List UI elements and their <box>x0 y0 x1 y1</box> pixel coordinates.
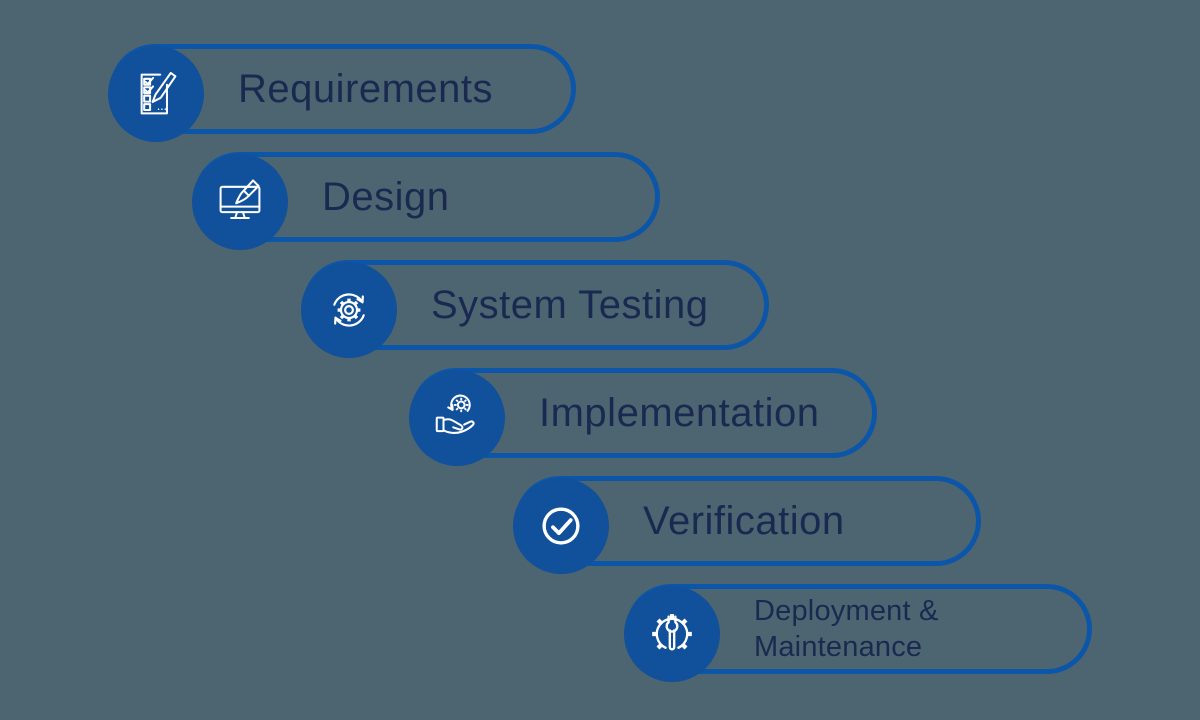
stage-design: Design <box>192 152 660 250</box>
stage-badge <box>192 154 288 250</box>
checklist-pencil-icon <box>140 71 177 115</box>
stage-badge <box>108 46 204 142</box>
stage-label: Verification <box>643 498 845 543</box>
stage-label: Requirements <box>238 66 494 111</box>
stage-requirements: Requirements <box>108 44 576 142</box>
gear-wrench-icon <box>652 614 692 651</box>
stage-verification: Verification <box>513 476 981 574</box>
stage-implementation: Implementation <box>409 368 877 466</box>
stage-label: Design <box>322 174 450 219</box>
hand-holding-gear-icon <box>435 394 475 434</box>
stage-badge <box>409 370 505 466</box>
gear-sync-arrows-icon <box>333 293 365 327</box>
stage-badge <box>624 586 720 682</box>
stage-system-testing: System Testing <box>301 260 769 358</box>
stage-label: System Testing <box>431 282 709 327</box>
stage-label: Implementation <box>539 390 820 435</box>
check-circle-icon <box>542 507 580 545</box>
stage-label: Deployment & Maintenance <box>754 595 939 663</box>
stage-badge <box>301 262 397 358</box>
monitor-paintbrush-icon <box>219 179 261 220</box>
stage-badge <box>513 478 609 574</box>
stage-deployment-maintenance: Deployment & Maintenance <box>624 584 1092 682</box>
